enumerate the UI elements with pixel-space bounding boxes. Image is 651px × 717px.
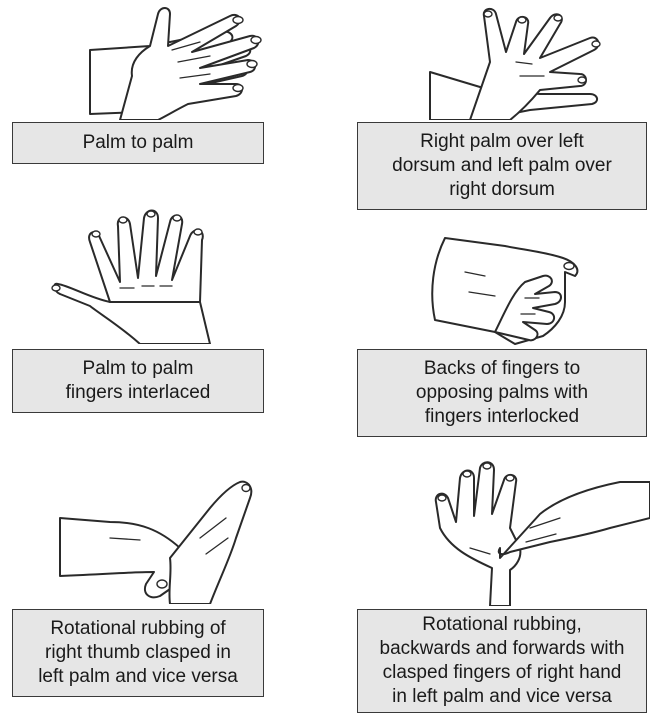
hands-palm-over-dorsum-icon bbox=[420, 2, 640, 120]
step-1-caption: Palm to palm bbox=[12, 122, 264, 164]
hands-fingers-interlocked-icon bbox=[425, 232, 585, 350]
step-5-caption: Rotational rubbing of right thumb claspe… bbox=[12, 609, 264, 697]
step-4-fingers-interlocked-illustration bbox=[425, 232, 585, 350]
step-4-caption: Backs of fingers to opposing palms with … bbox=[357, 349, 647, 437]
hands-thumb-rubbing-icon bbox=[50, 478, 260, 604]
hands-fingers-interlaced-icon bbox=[50, 202, 270, 344]
hands-fingertips-rubbing-icon bbox=[430, 458, 650, 606]
step-2-caption: Right palm over left dorsum and left pal… bbox=[357, 122, 647, 210]
step-3-fingers-interlaced-illustration bbox=[50, 202, 270, 344]
hands-palm-to-palm-icon bbox=[80, 2, 280, 120]
step-6-fingertips-rubbing-illustration bbox=[430, 458, 650, 606]
step-6-caption: Rotational rubbing, backwards and forwar… bbox=[357, 609, 647, 713]
step-5-thumb-rubbing-illustration bbox=[50, 478, 260, 604]
step-3-caption: Palm to palm fingers interlaced bbox=[12, 349, 264, 413]
step-2-palm-over-dorsum-illustration bbox=[420, 2, 640, 120]
step-1-palm-to-palm-illustration bbox=[80, 2, 280, 120]
